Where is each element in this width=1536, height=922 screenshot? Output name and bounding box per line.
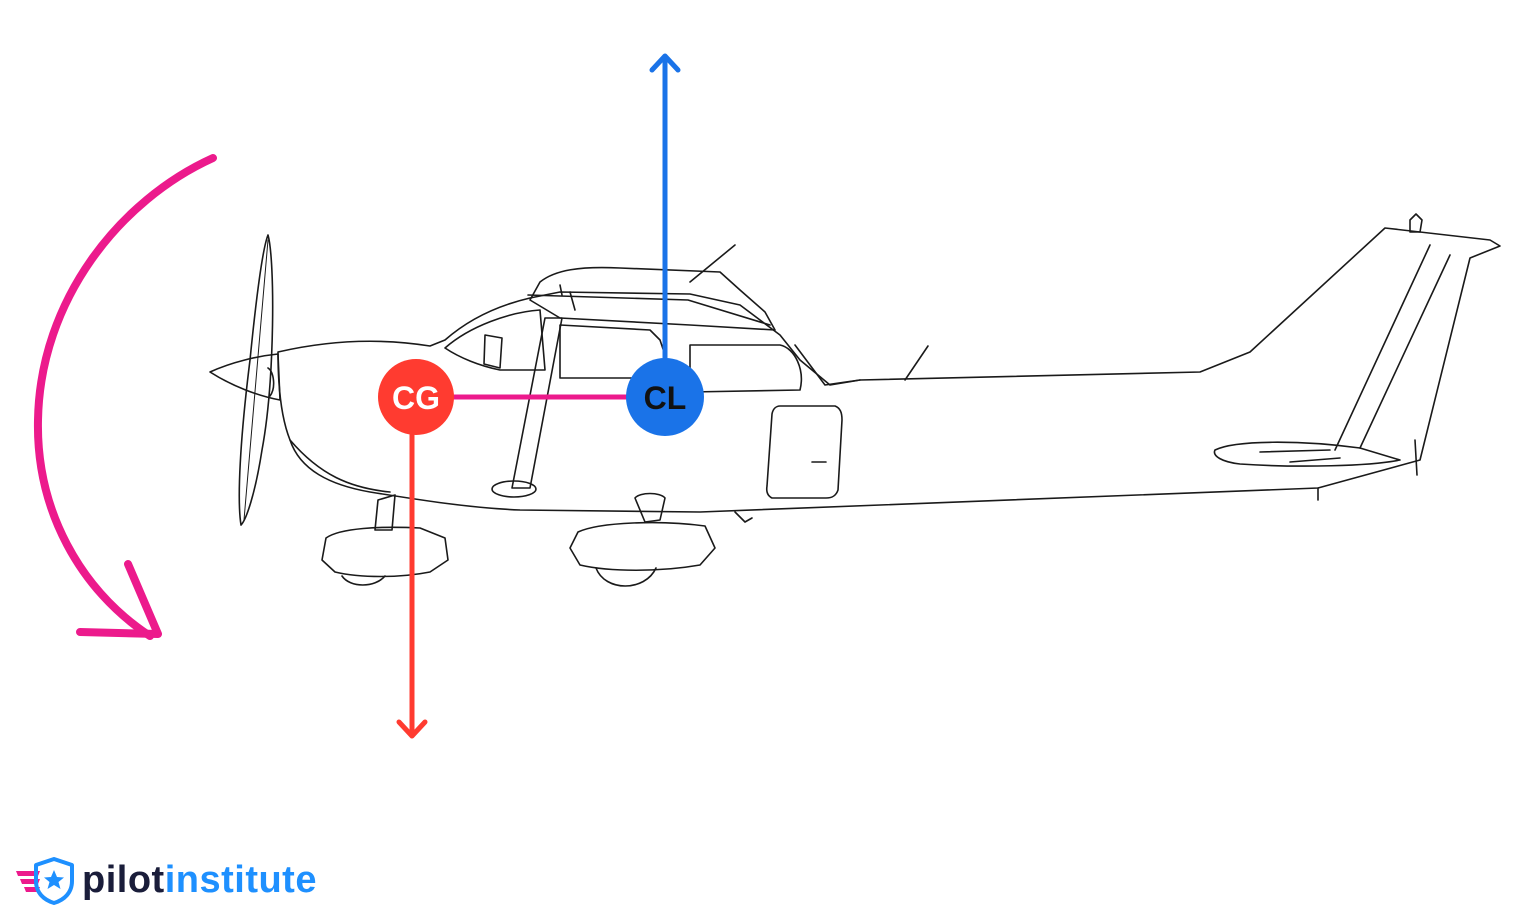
cg-label: CG	[392, 380, 440, 416]
lift-vector-arrow	[649, 53, 681, 363]
wing-strut	[511, 317, 563, 489]
cl-label: CL	[644, 380, 687, 416]
main-gear	[634, 492, 666, 523]
fuselage	[277, 227, 1501, 513]
weight-vector-arrow	[396, 429, 428, 739]
wing	[529, 266, 776, 331]
horizontal-stabilizer	[1213, 441, 1401, 467]
shield-star-wings-icon	[16, 857, 74, 905]
cl-marker: CL	[626, 358, 704, 436]
pilot-institute-logo: pilotinstitute	[14, 852, 317, 908]
nose-gear	[374, 494, 396, 531]
propeller-blade	[238, 234, 274, 526]
logo-text-institute: institute	[164, 859, 317, 901]
pitching-moment-arrow	[33, 154, 217, 640]
cabin-door	[765, 405, 843, 499]
cg-marker: CG	[378, 359, 454, 435]
main-wheel-fairing	[569, 521, 716, 572]
nose-wheel-fairing	[321, 526, 449, 578]
windshield	[444, 309, 546, 371]
side-window-rear	[689, 344, 802, 393]
logo-text-pilot: pilot	[82, 859, 165, 901]
